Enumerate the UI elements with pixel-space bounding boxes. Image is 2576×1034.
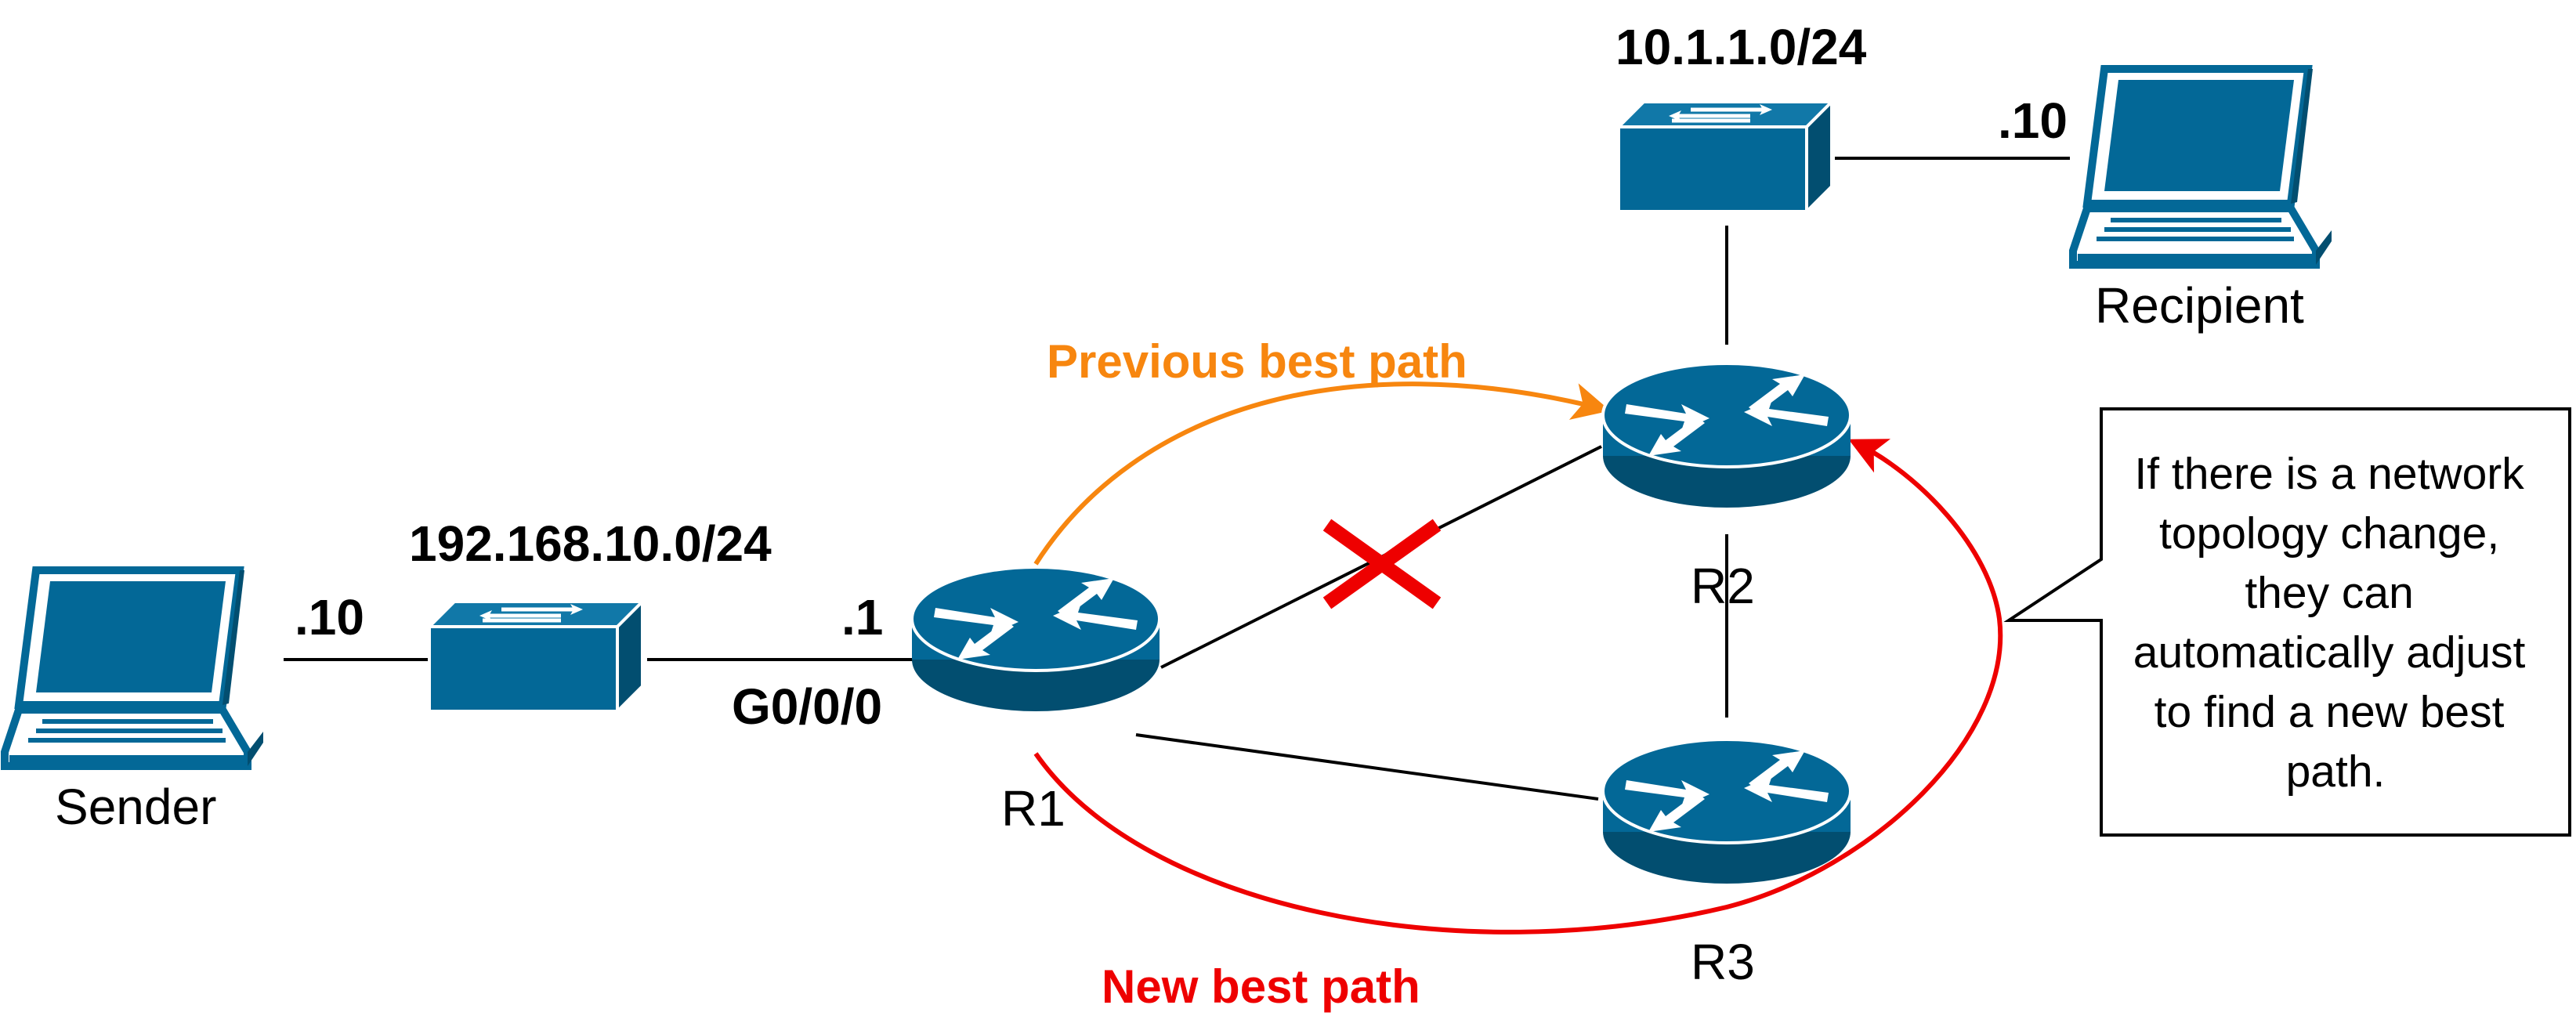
router-icon[interactable]: [1601, 738, 1852, 885]
callout-line: If there is a network: [2134, 449, 2524, 499]
router-icon[interactable]: [910, 566, 1161, 713]
switch-icon[interactable]: [1619, 102, 1832, 212]
new-best-path-arrow: [1033, 439, 2003, 935]
previous-path-label: Previous best path: [1047, 335, 1467, 388]
callout-note: If there is a network topology change, t…: [2003, 407, 2571, 837]
svg-text:If there is a network to: If there is a network topology change, t…: [2133, 449, 2538, 797]
callout-line: automatically adjust: [2133, 627, 2526, 678]
r1-label: R1: [1001, 780, 1065, 837]
switch-icon[interactable]: [429, 602, 642, 711]
r2-label: R2: [1691, 558, 1755, 614]
callout-line: they can: [2245, 568, 2413, 618]
sender-label: Sender: [55, 779, 216, 835]
callout-line: to find a new best: [2155, 687, 2505, 737]
link-r1-r3: [1135, 733, 1599, 801]
recipient-label: Recipient: [2095, 277, 2304, 334]
r1-interface-label: G0/0/0: [732, 678, 882, 735]
sender-host-address: .10: [295, 589, 364, 645]
callout-line: topology change,: [2159, 508, 2499, 559]
laptop-icon[interactable]: [5, 570, 263, 766]
previous-best-path-arrow: [1033, 381, 1611, 566]
remote-subnet-label: 10.1.1.0/24: [1615, 19, 1867, 75]
r3-label: R3: [1691, 934, 1755, 990]
router-icon[interactable]: [1601, 362, 1852, 509]
callout-line: path.: [2286, 747, 2386, 797]
link-failure-mark: [1322, 519, 1442, 609]
r1-gateway-address: .1: [841, 589, 883, 645]
laptop-icon[interactable]: [2073, 69, 2332, 265]
recipient-host-address: .10: [1998, 92, 2068, 149]
lan-subnet-label: 192.168.10.0/24: [409, 515, 772, 572]
new-path-label: New best path: [1102, 960, 1420, 1013]
